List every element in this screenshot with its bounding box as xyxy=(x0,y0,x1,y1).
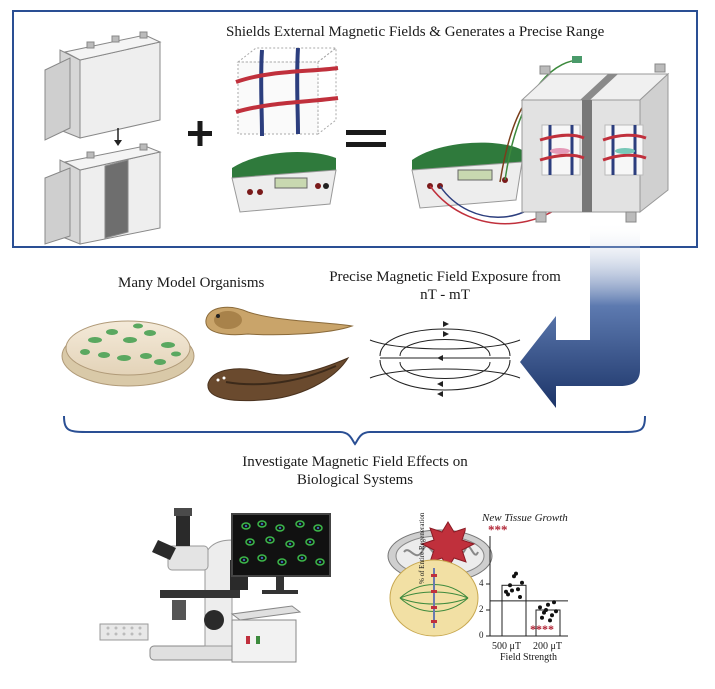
down-arrow-icon xyxy=(114,128,122,146)
equals-sign xyxy=(346,130,386,147)
grouping-bracket xyxy=(63,415,646,446)
power-supply-icon xyxy=(231,152,337,213)
field-exposure-label: Precise Magnetic Field Exposure from nT … xyxy=(329,269,561,303)
bar-0 xyxy=(501,584,527,637)
x-tick-200: 200 μT xyxy=(533,641,562,652)
monitor-icon xyxy=(231,513,331,594)
investigate-label: Investigate Magnetic Field Effects on Bi… xyxy=(242,454,468,488)
point-1-8 xyxy=(544,608,548,612)
assembled-device-icon xyxy=(411,56,670,225)
point-1-6 xyxy=(552,600,556,605)
significance-500: *** xyxy=(488,522,508,537)
point-0-1 xyxy=(508,583,512,588)
point-0-8 xyxy=(510,588,514,593)
dividing-cell-icon xyxy=(389,559,479,637)
shielding-heading: Shields External Magnetic Fields & Gener… xyxy=(226,24,605,40)
closed-chamber-icon xyxy=(44,143,162,245)
ros-label: ROS xyxy=(465,522,489,534)
tissue-growth-chart xyxy=(486,536,568,637)
magnetic-field-lines-icon xyxy=(369,321,521,397)
point-0-5 xyxy=(506,592,510,597)
point-1-5 xyxy=(540,615,544,620)
point-1-7 xyxy=(548,618,552,623)
point-1-2 xyxy=(546,602,550,607)
planarian-icon xyxy=(207,356,350,402)
point-0-7 xyxy=(514,571,518,576)
helmholtz-coil-icon xyxy=(235,46,339,137)
open-chamber-icon xyxy=(44,31,162,141)
model-organisms-label: Many Model Organisms xyxy=(118,275,265,291)
point-1-3 xyxy=(550,613,554,618)
point-0-4 xyxy=(520,580,524,585)
y-tick-0: 0 xyxy=(479,630,484,640)
y-axis-label: % of Entire Regeneration xyxy=(418,512,426,584)
y-tick-4: 4 xyxy=(479,578,484,588)
x-tick-500: 500 μT xyxy=(492,641,521,652)
shielding-panel-frame xyxy=(12,10,698,248)
significance-200: **** xyxy=(530,622,554,636)
x-axis-label: Field Strength xyxy=(500,652,557,663)
point-1-0 xyxy=(538,605,542,610)
chart-title: New Tissue Growth xyxy=(482,512,568,524)
field-controller-icon xyxy=(230,605,302,663)
petri-dish-icon xyxy=(61,320,195,387)
tadpole-icon xyxy=(205,306,354,336)
point-1-4 xyxy=(554,609,558,614)
flow-arrow-icon xyxy=(520,222,640,408)
point-0-6 xyxy=(518,595,522,599)
y-tick-2: 2 xyxy=(479,604,484,614)
point-0-3 xyxy=(516,587,520,592)
plus-sign xyxy=(188,121,212,146)
